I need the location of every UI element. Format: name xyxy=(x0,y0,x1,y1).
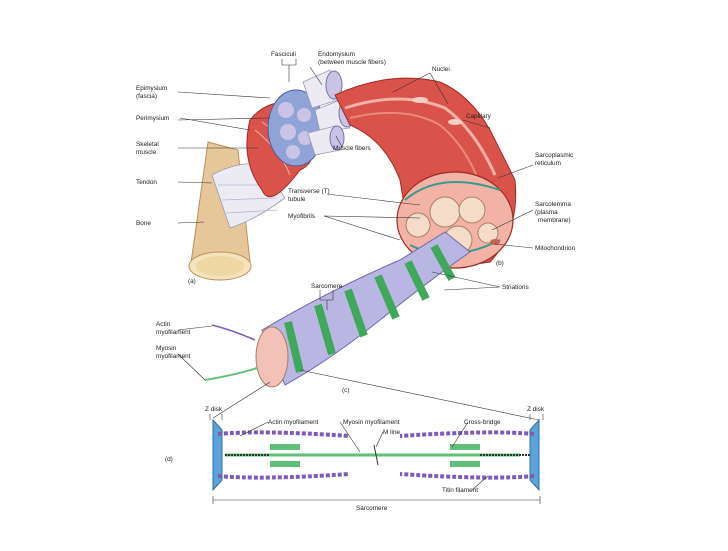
label-sarcomere-bottom: Sarcomere xyxy=(356,505,388,512)
label-nuclei: Nuclei xyxy=(432,66,450,73)
label-capillary: Capillary xyxy=(466,113,492,120)
label-myofibrils: Myofibrils xyxy=(288,213,315,220)
label-tendon: Tendon xyxy=(136,179,157,186)
label-titin-filament: Titin filament xyxy=(442,487,478,494)
label-group: Fasciculi Endomysium (between muscle fib… xyxy=(136,51,576,512)
label-actin-2: myofilament xyxy=(156,329,191,336)
label-z-disk-left: Z disk xyxy=(205,406,223,413)
label-panel-a: (a) xyxy=(188,278,196,285)
label-muscle-fibers: Muscle fibers xyxy=(333,145,371,152)
actin-strand xyxy=(211,324,256,341)
label-actin: Actin xyxy=(156,321,171,328)
label-myosin-myofilament: Myosin myofilament xyxy=(343,419,400,426)
sarcomere-diagram xyxy=(212,418,540,492)
label-myosin: Myosin xyxy=(156,345,177,352)
label-sarcolemma-3: membrane) xyxy=(538,217,571,224)
myofibril xyxy=(255,231,471,388)
label-endomysium: Endomysium xyxy=(318,51,355,58)
label-striations: Striations xyxy=(502,284,529,291)
leader-lines xyxy=(177,59,544,504)
label-sarcoplasmic-reticulum: Sarcoplasmic xyxy=(535,152,574,159)
label-panel-d: (d) xyxy=(165,456,173,463)
label-epimysium-note: (fascia) xyxy=(136,93,157,100)
label-skeletal-muscle-2: muscle xyxy=(136,149,157,156)
label-sarcolemma: Sarcolemma xyxy=(535,201,571,208)
label-mitochondrion: Mitochondrion xyxy=(535,245,576,252)
label-actin-myofilament: Actin myofilament xyxy=(268,419,319,426)
label-m-line: M line xyxy=(383,429,400,436)
label-panel-b: (b) xyxy=(496,260,504,267)
label-fasciculi: Fasciculi xyxy=(271,51,296,58)
label-myosin-2: myofilament xyxy=(156,353,191,360)
myosin-strand xyxy=(204,367,258,381)
label-t-tubule-2: tubule xyxy=(288,196,306,203)
label-panel-c: (c) xyxy=(342,387,349,394)
label-z-disk-right: Z disk xyxy=(527,406,545,413)
label-endomysium-note: (between muscle fibers) xyxy=(318,59,386,66)
label-sarcomere-top: Sarcomere xyxy=(311,283,343,290)
label-cross-bridge: Cross-bridge xyxy=(464,419,501,426)
label-bone: Bone xyxy=(136,220,151,227)
label-sarcoplasmic-reticulum-2: reticulum xyxy=(535,160,561,167)
label-skeletal-muscle: Skeletal xyxy=(136,141,159,148)
label-epimysium: Epimysium xyxy=(136,85,167,92)
label-t-tubule: Transverse (T) xyxy=(288,188,330,195)
label-sarcolemma-2: (plasma xyxy=(535,209,558,216)
label-perimysium: Perimysium xyxy=(136,115,169,122)
